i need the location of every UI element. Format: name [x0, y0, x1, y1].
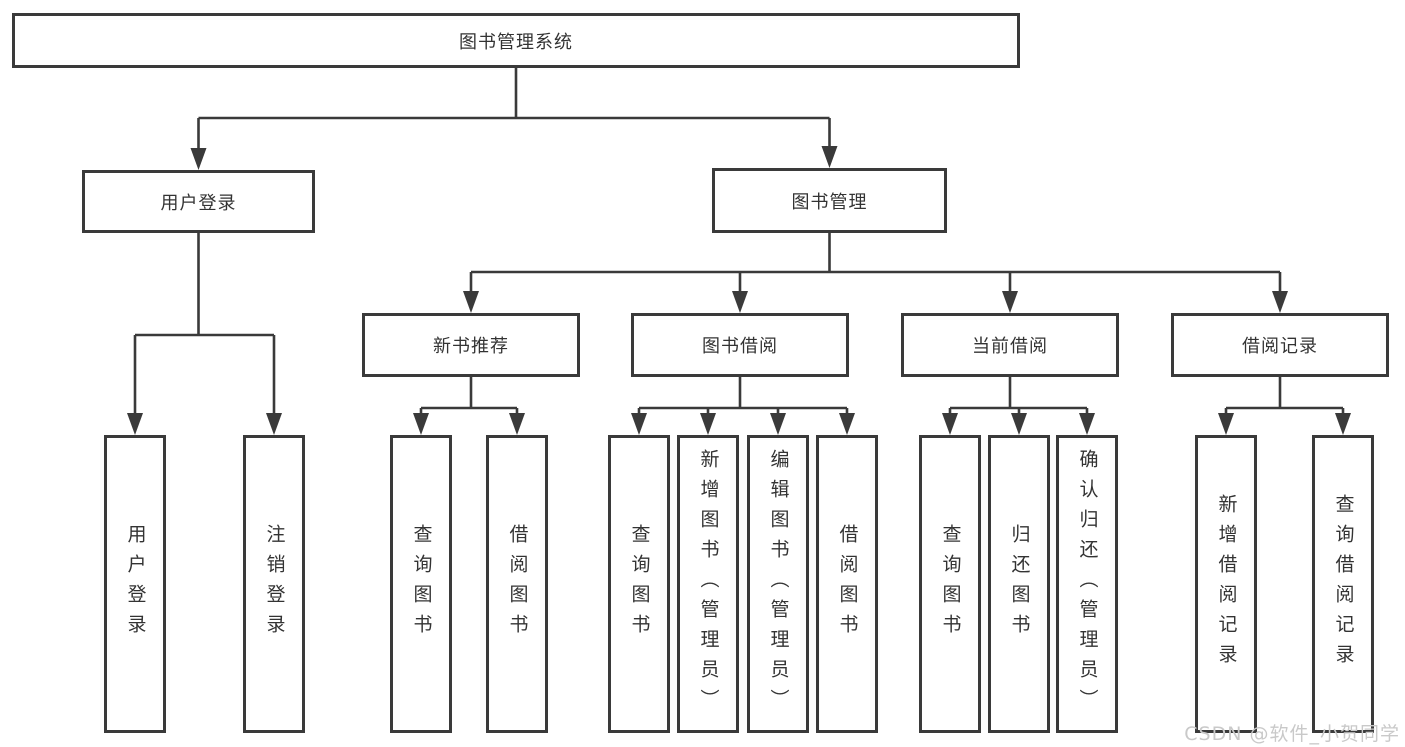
node-label: 图书管理: [791, 191, 868, 213]
leaf-borrow-books-recommend: 借阅图书: [486, 435, 548, 733]
watermark: CSDN @软件_小贺同学: [1184, 723, 1400, 745]
node-label: 新增借阅记录: [1215, 494, 1238, 674]
leaf-query-books-borrow: 查询图书: [608, 435, 670, 733]
node-label: 归还图书: [1008, 524, 1031, 644]
leaf-query-books-current: 查询图书: [919, 435, 981, 733]
node-label: 查询图书: [410, 524, 433, 644]
leaf-confirm-return-admin: 确认归还（管理员）: [1056, 435, 1118, 733]
node-borrow-records: 借阅记录: [1171, 313, 1389, 377]
node-label: 借阅记录: [1242, 336, 1318, 357]
leaf-add-books-admin: 新增图书（管理员）: [677, 435, 739, 733]
node-label: 新书推荐: [433, 336, 509, 357]
node-label: 借阅图书: [506, 524, 529, 644]
node-user-login-module: 用户登录: [82, 170, 315, 233]
leaf-return-books: 归还图书: [988, 435, 1050, 733]
leaf-add-borrow-record: 新增借阅记录: [1195, 435, 1257, 733]
node-label: 用户登录: [124, 524, 147, 644]
node-label: 当前借阅: [972, 336, 1048, 357]
node-book-management-module: 图书管理: [712, 168, 947, 233]
leaf-user-login: 用户登录: [104, 435, 166, 733]
node-label: 新增图书（管理员）: [697, 449, 720, 719]
leaf-logout: 注销登录: [243, 435, 305, 733]
node-label: 查询图书: [939, 524, 962, 644]
node-label: 确认归还（管理员）: [1076, 449, 1099, 719]
node-new-book-recommend: 新书推荐: [362, 313, 580, 377]
node-label: 图书管理系统: [459, 31, 573, 53]
node-root-system: 图书管理系统: [12, 13, 1020, 68]
leaf-query-borrow-record: 查询借阅记录: [1312, 435, 1374, 733]
node-label: 查询借阅记录: [1332, 494, 1355, 674]
leaf-borrow-books: 借阅图书: [816, 435, 878, 733]
node-label: 用户登录: [160, 192, 237, 214]
node-book-borrow: 图书借阅: [631, 313, 849, 377]
node-label: 编辑图书（管理员）: [767, 449, 790, 719]
node-label: 查询图书: [628, 524, 651, 644]
node-label: 图书借阅: [702, 336, 778, 357]
node-current-borrow: 当前借阅: [901, 313, 1119, 377]
node-label: 注销登录: [263, 524, 286, 644]
node-label: 借阅图书: [836, 524, 859, 644]
leaf-edit-books-admin: 编辑图书（管理员）: [747, 435, 809, 733]
leaf-query-books-recommend: 查询图书: [390, 435, 452, 733]
